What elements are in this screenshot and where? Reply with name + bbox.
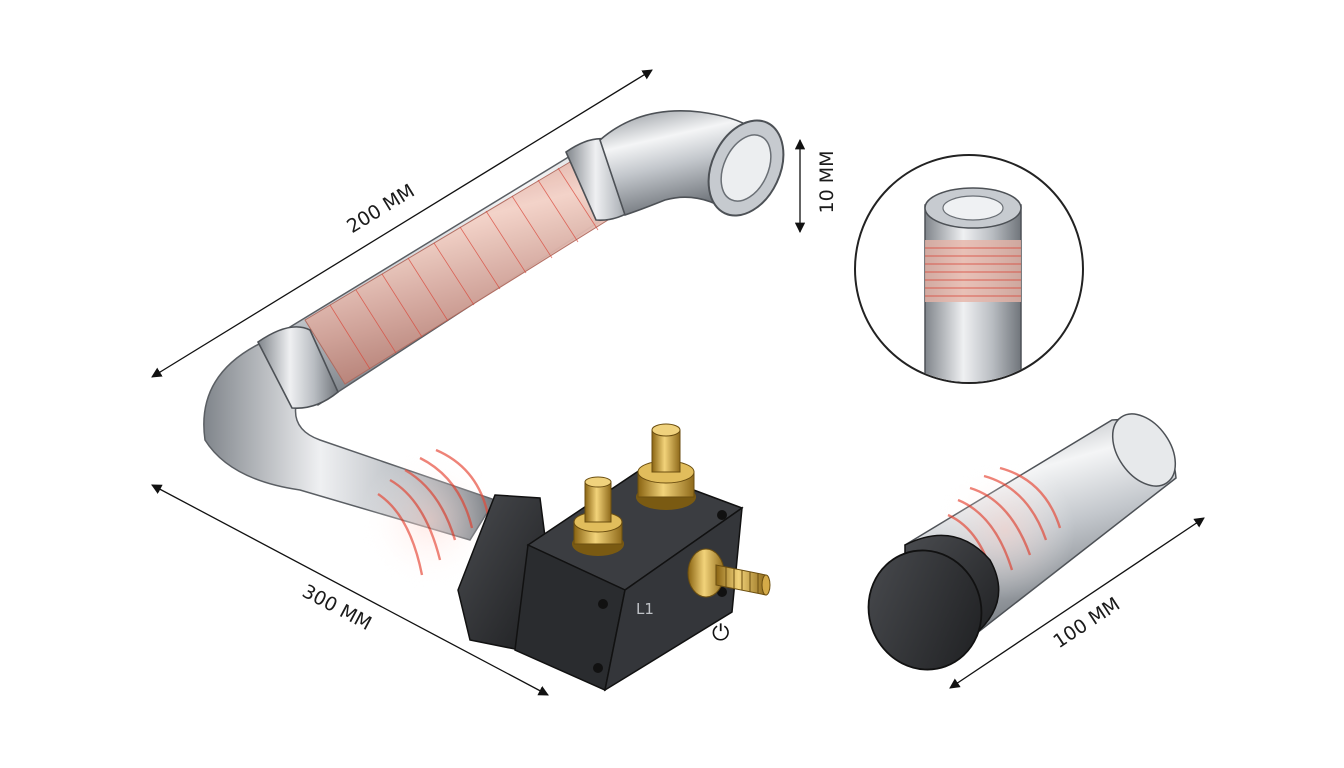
housing-screw — [598, 599, 608, 609]
brass-terminal-left — [572, 476, 624, 556]
heat-waves-lower — [360, 448, 500, 590]
detail-callout — [854, 154, 1084, 384]
heating-band — [304, 161, 609, 385]
housing-screw — [593, 663, 603, 673]
power-icon: ⏻ — [712, 621, 729, 646]
housing-screw — [717, 510, 727, 520]
heating-coil-lines — [329, 167, 599, 370]
dimension-label-100mm: 100 MM — [1049, 593, 1124, 653]
lower-collar — [256, 326, 339, 409]
dimension-label-300mm: 300 MM — [299, 580, 376, 635]
dimension-label-200mm: 200 MM — [343, 180, 419, 238]
brass-terminal-right — [636, 423, 696, 510]
elbow-bore — [720, 134, 772, 202]
bent-pipe-assembly — [203, 110, 785, 541]
dimension-10mm: 10 MM — [794, 138, 838, 234]
terminal-label: L1 — [636, 600, 654, 618]
probe-cylinder — [867, 413, 1177, 671]
dimension-label-10mm: 10 MM — [816, 150, 838, 213]
brass-side-fitting — [687, 548, 771, 598]
